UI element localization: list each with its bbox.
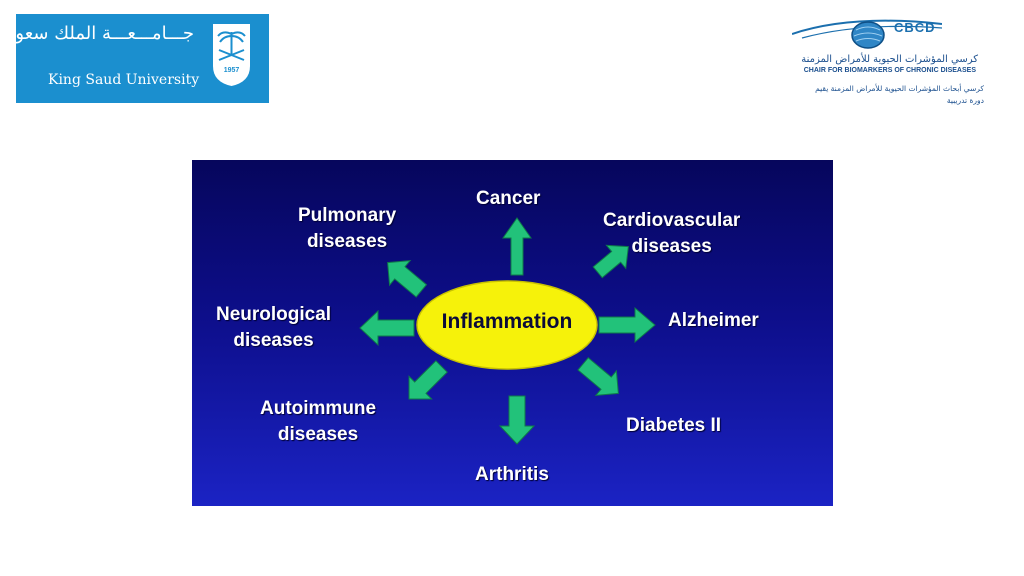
- arrow-diabetes-icon: [577, 357, 619, 397]
- label-autoimmune-line1: Autoimmune: [260, 398, 377, 419]
- label-cardiovascular-line1: Cardiovascular: [603, 210, 741, 231]
- label-autoimmune-line2: diseases: [277, 424, 359, 445]
- label-alzheimer-text: Alzheimer: [668, 310, 759, 331]
- label-pulmonary-line2: diseases: [306, 231, 388, 252]
- label-neurological-line2: diseases: [233, 330, 314, 351]
- center-ellipse: [416, 280, 598, 370]
- cbcd-abbreviation: CBCD: [894, 20, 936, 35]
- cbcd-arabic-name: كرسي المؤشرات الحيوية للأمراض المزمنة: [801, 54, 978, 65]
- label-arthritis: Arthritis: [475, 462, 549, 488]
- arrow-cardiovascular-icon: [592, 244, 629, 279]
- center-label: Inflammation: [441, 310, 573, 333]
- label-cancer: Cancer: [476, 186, 540, 212]
- arrow-alzheimer-icon: [598, 306, 656, 344]
- diagram-graphics: [359, 217, 656, 445]
- arrow-cancer-icon: [502, 217, 532, 276]
- label-alzheimer: Alzheimer: [668, 308, 759, 334]
- label-arthritis-text: Arthritis: [475, 464, 549, 485]
- arrow-autoimmune-icon: [408, 360, 448, 400]
- arrow-arthritis-icon: [498, 395, 536, 445]
- arrow-neurological-icon: [359, 309, 415, 347]
- label-cancer-text: Cancer: [476, 188, 541, 209]
- cbcd-arabic-caption-1: كرسي أبحاث المؤشرات الحيوية للأمراض المز…: [815, 84, 984, 93]
- cbcd-logo: CBCD كرسي المؤشرات الحيوية للأمراض المزم…: [752, 14, 992, 109]
- label-autoimmune: Autoimmune diseases: [260, 396, 376, 448]
- inflammation-diagram: Inflammation Cancer Cardiovascular disea…: [192, 160, 833, 506]
- ksu-logo: جـــامـــعـــة الملك سعود King Saud Univ…: [7, 14, 269, 103]
- label-neurological: Neurological diseases: [216, 302, 331, 354]
- ksu-english-name: King Saud University: [48, 72, 200, 88]
- globe-icon: [851, 21, 885, 49]
- arrow-pulmonary-icon: [387, 259, 428, 298]
- cbcd-english-name: CHAIR FOR BIOMARKERS OF CHRONIC DISEASES: [803, 67, 976, 74]
- label-cardiovascular: Cardiovascular diseases: [603, 208, 740, 260]
- ksu-founded-year: 1957: [223, 67, 240, 74]
- label-diabetes-text: Diabetes II: [626, 415, 722, 436]
- label-cardiovascular-line2: diseases: [631, 236, 712, 257]
- label-diabetes: Diabetes II: [626, 413, 721, 439]
- ksu-arabic-name: جـــامـــعـــة الملك سعود: [7, 23, 194, 44]
- label-neurological-line1: Neurological: [216, 304, 332, 325]
- palm-swords-emblem-icon: 1957: [209, 22, 254, 88]
- cbcd-arabic-caption-2: دورة تدريبية: [946, 96, 984, 105]
- label-pulmonary-line1: Pulmonary: [298, 205, 397, 226]
- label-pulmonary: Pulmonary diseases: [298, 203, 396, 255]
